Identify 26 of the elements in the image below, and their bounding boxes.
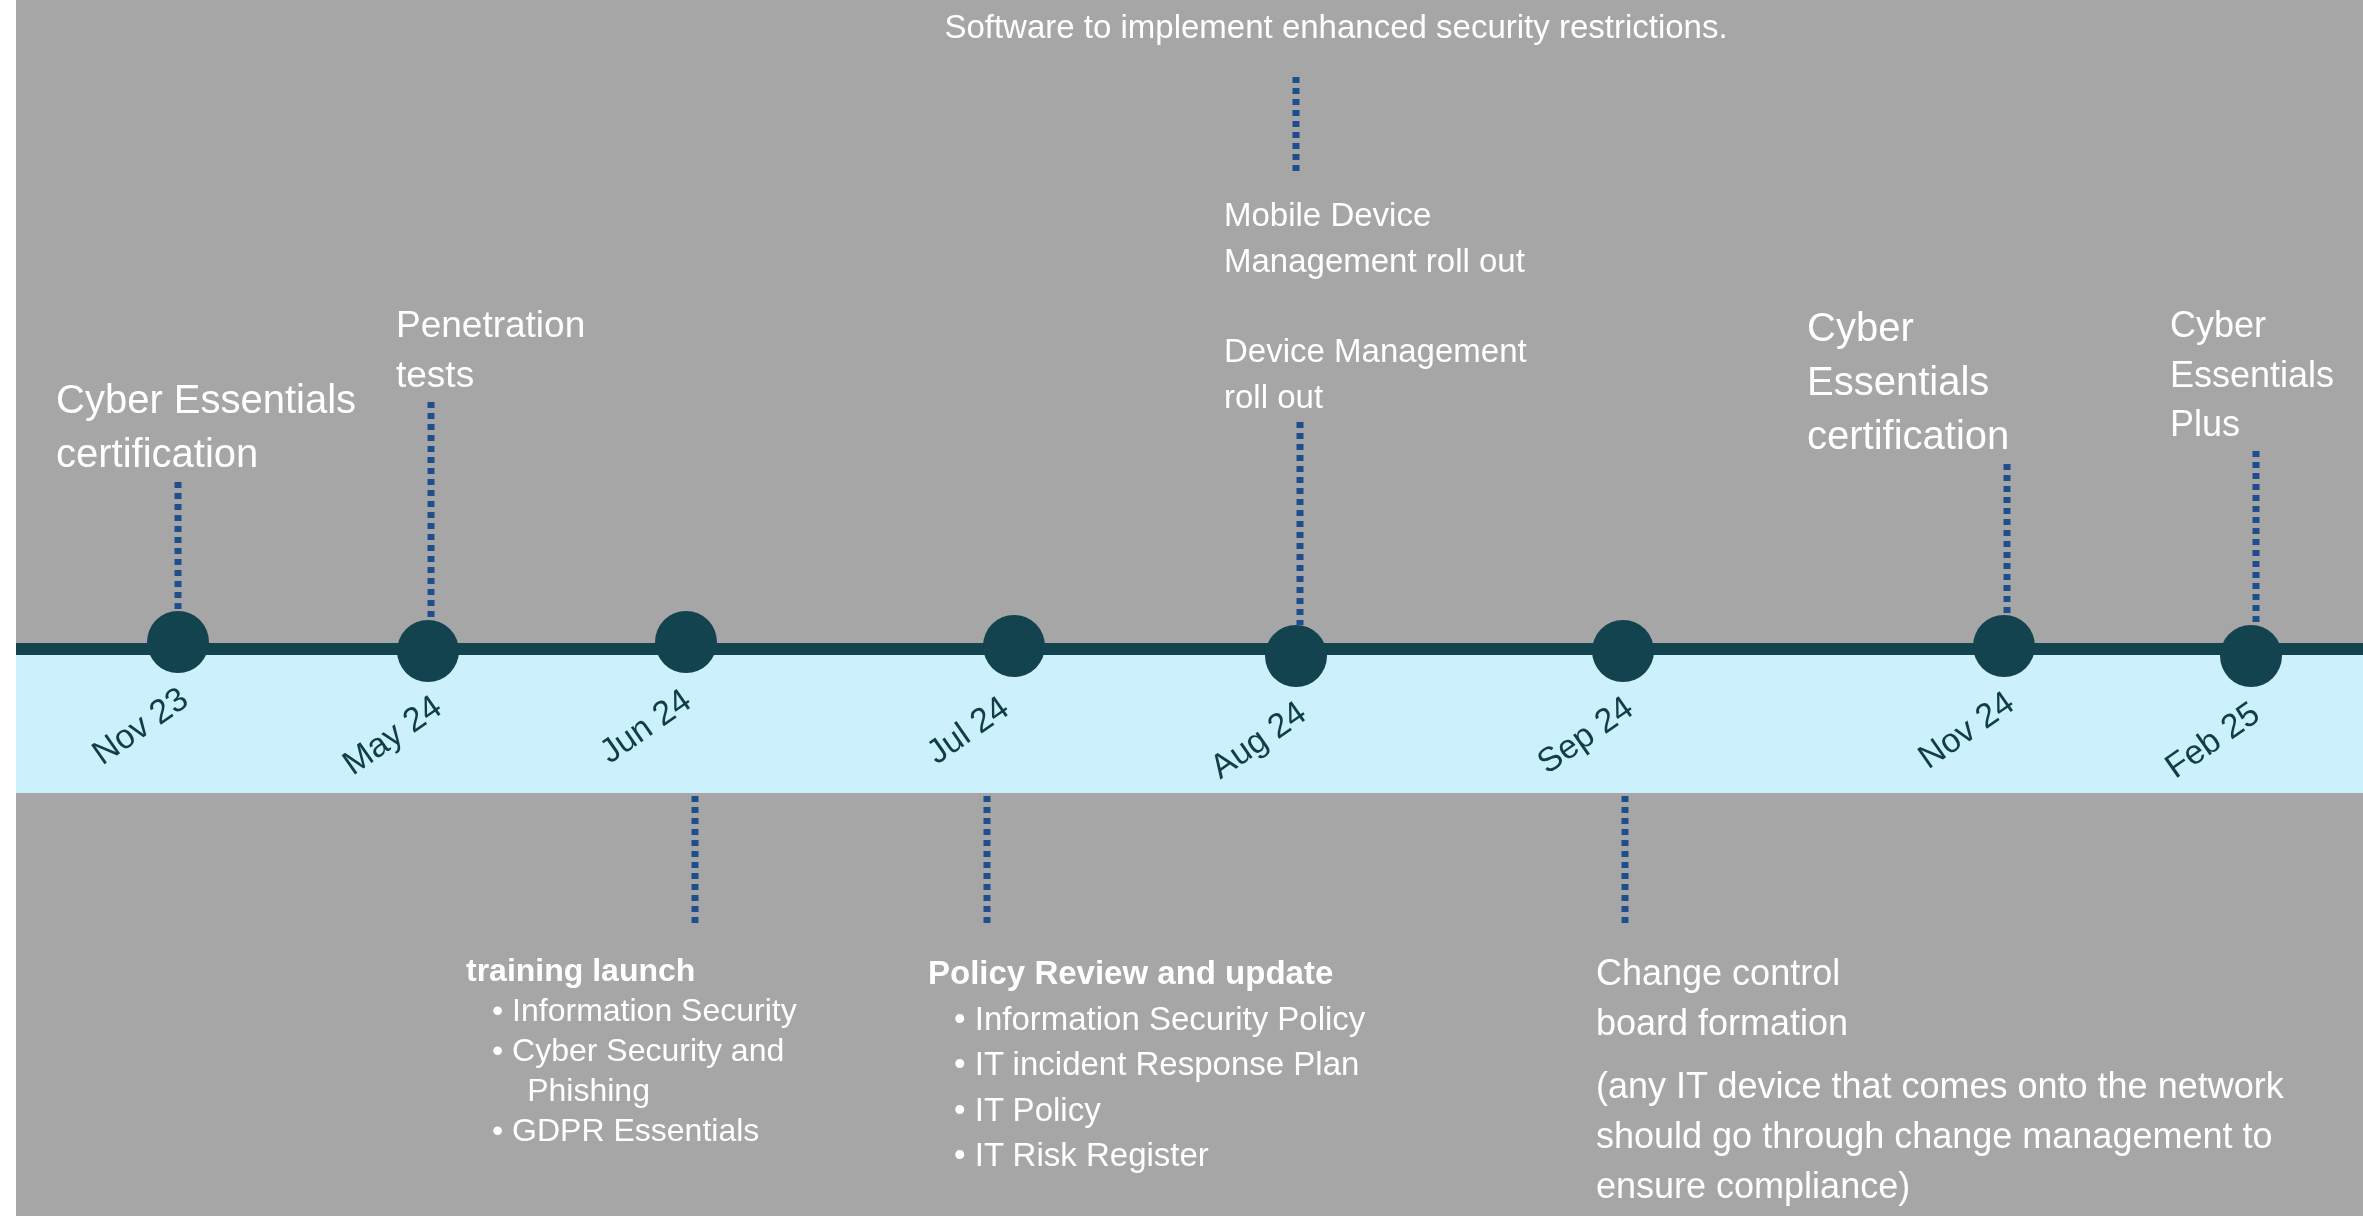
milestone-label: Change control board formation — [1596, 951, 1850, 1045]
date-label: Sep 24 — [1529, 687, 1641, 782]
date-label: Jun 24 — [592, 680, 699, 771]
bullet-item: • GDPR Essentials — [492, 1111, 761, 1150]
milestone-label: Device Management roll out — [1224, 331, 1528, 418]
milestone-label: Software to implement enhanced security restrictions. — [943, 7, 1729, 47]
date-label: May 24 — [334, 686, 449, 783]
date-label: Feb 25 — [2157, 693, 2267, 786]
bullet-item: • Information Security — [492, 991, 798, 1030]
date-label: Jul 24 — [919, 687, 1016, 772]
date-label: Nov 24 — [1910, 682, 2022, 777]
bullet-item: • Cyber Security and Phishing — [492, 1031, 786, 1110]
milestone-label: Penetration tests — [396, 303, 587, 397]
milestone-label: Cyber Essentials Plus — [2170, 303, 2336, 447]
bullet-item: • IT incident Response Plan — [954, 1044, 1361, 1085]
milestone-heading: Policy Review and update — [928, 953, 1335, 993]
milestone-label: Cyber Essentials certification — [1807, 304, 2011, 459]
milestone-label: Mobile Device Management roll out — [1224, 195, 1526, 282]
milestone-note: (any IT device that comes onto the network should go through change management to ensure compliance) — [1596, 1064, 2285, 1208]
date-label: Nov 23 — [84, 678, 196, 773]
milestone-heading: training launch — [466, 951, 697, 990]
bullet-item: • IT Policy — [954, 1089, 1102, 1130]
date-label: Aug 24 — [1202, 692, 1314, 787]
bullet-item: • IT Risk Register — [954, 1135, 1210, 1176]
bullet-item: • Information Security Policy — [954, 998, 1367, 1039]
milestone-label: Cyber Essentials certification — [56, 376, 358, 477]
